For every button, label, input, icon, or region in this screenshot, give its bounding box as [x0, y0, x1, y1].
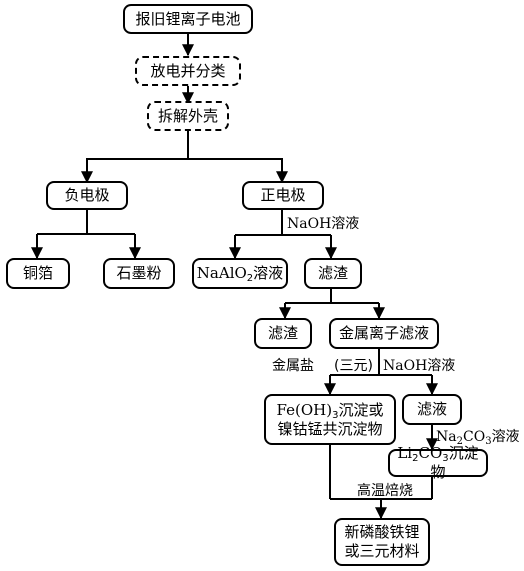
li2co3-label: Li2CO3沉淀物	[397, 444, 479, 481]
precip-line-2: 镍钴锰共沉淀物	[277, 419, 383, 438]
node-graphite: 石墨粉	[103, 258, 175, 289]
node-negative: 负电极	[46, 181, 128, 210]
naalo2-label: NaAlO2溶液	[196, 264, 284, 284]
label-naoh-2: NaOH溶液	[383, 358, 456, 374]
label-calcine: 高温焙烧	[357, 483, 413, 499]
label-na2co3: Na2CO3溶液	[436, 429, 520, 447]
node-residue-2: 滤渣	[254, 318, 312, 349]
precip-line-1: Fe(OH)3沉淀或	[276, 400, 384, 421]
node-discharge: 放电并分类	[135, 56, 241, 86]
node-product: 新磷酸铁锂 或三元材料	[334, 518, 430, 566]
node-filtrate: 滤液	[402, 394, 462, 425]
split-electrodes	[86, 158, 283, 181]
label-naoh-1: NaOH溶液	[287, 216, 360, 232]
node-positive: 正电极	[242, 181, 324, 210]
node-li2co3-precipitate: Li2CO3沉淀物	[388, 444, 488, 481]
node-metal-ion-filtrate: 金属离子滤液	[329, 318, 439, 349]
node-start: 报旧锂离子电池	[123, 4, 253, 34]
node-copper-foil: 铜箔	[6, 258, 70, 289]
node-precipitate: Fe(OH)3沉淀或 镍钴锰共沉淀物	[264, 394, 396, 445]
node-residue-1: 滤渣	[304, 258, 362, 289]
node-naalo2-solution: NaAlO2溶液	[192, 258, 288, 289]
label-ternary: (三元)	[334, 358, 373, 374]
label-metal-salt: 金属盐	[272, 358, 314, 374]
node-dismantle: 拆解外壳	[147, 101, 229, 131]
